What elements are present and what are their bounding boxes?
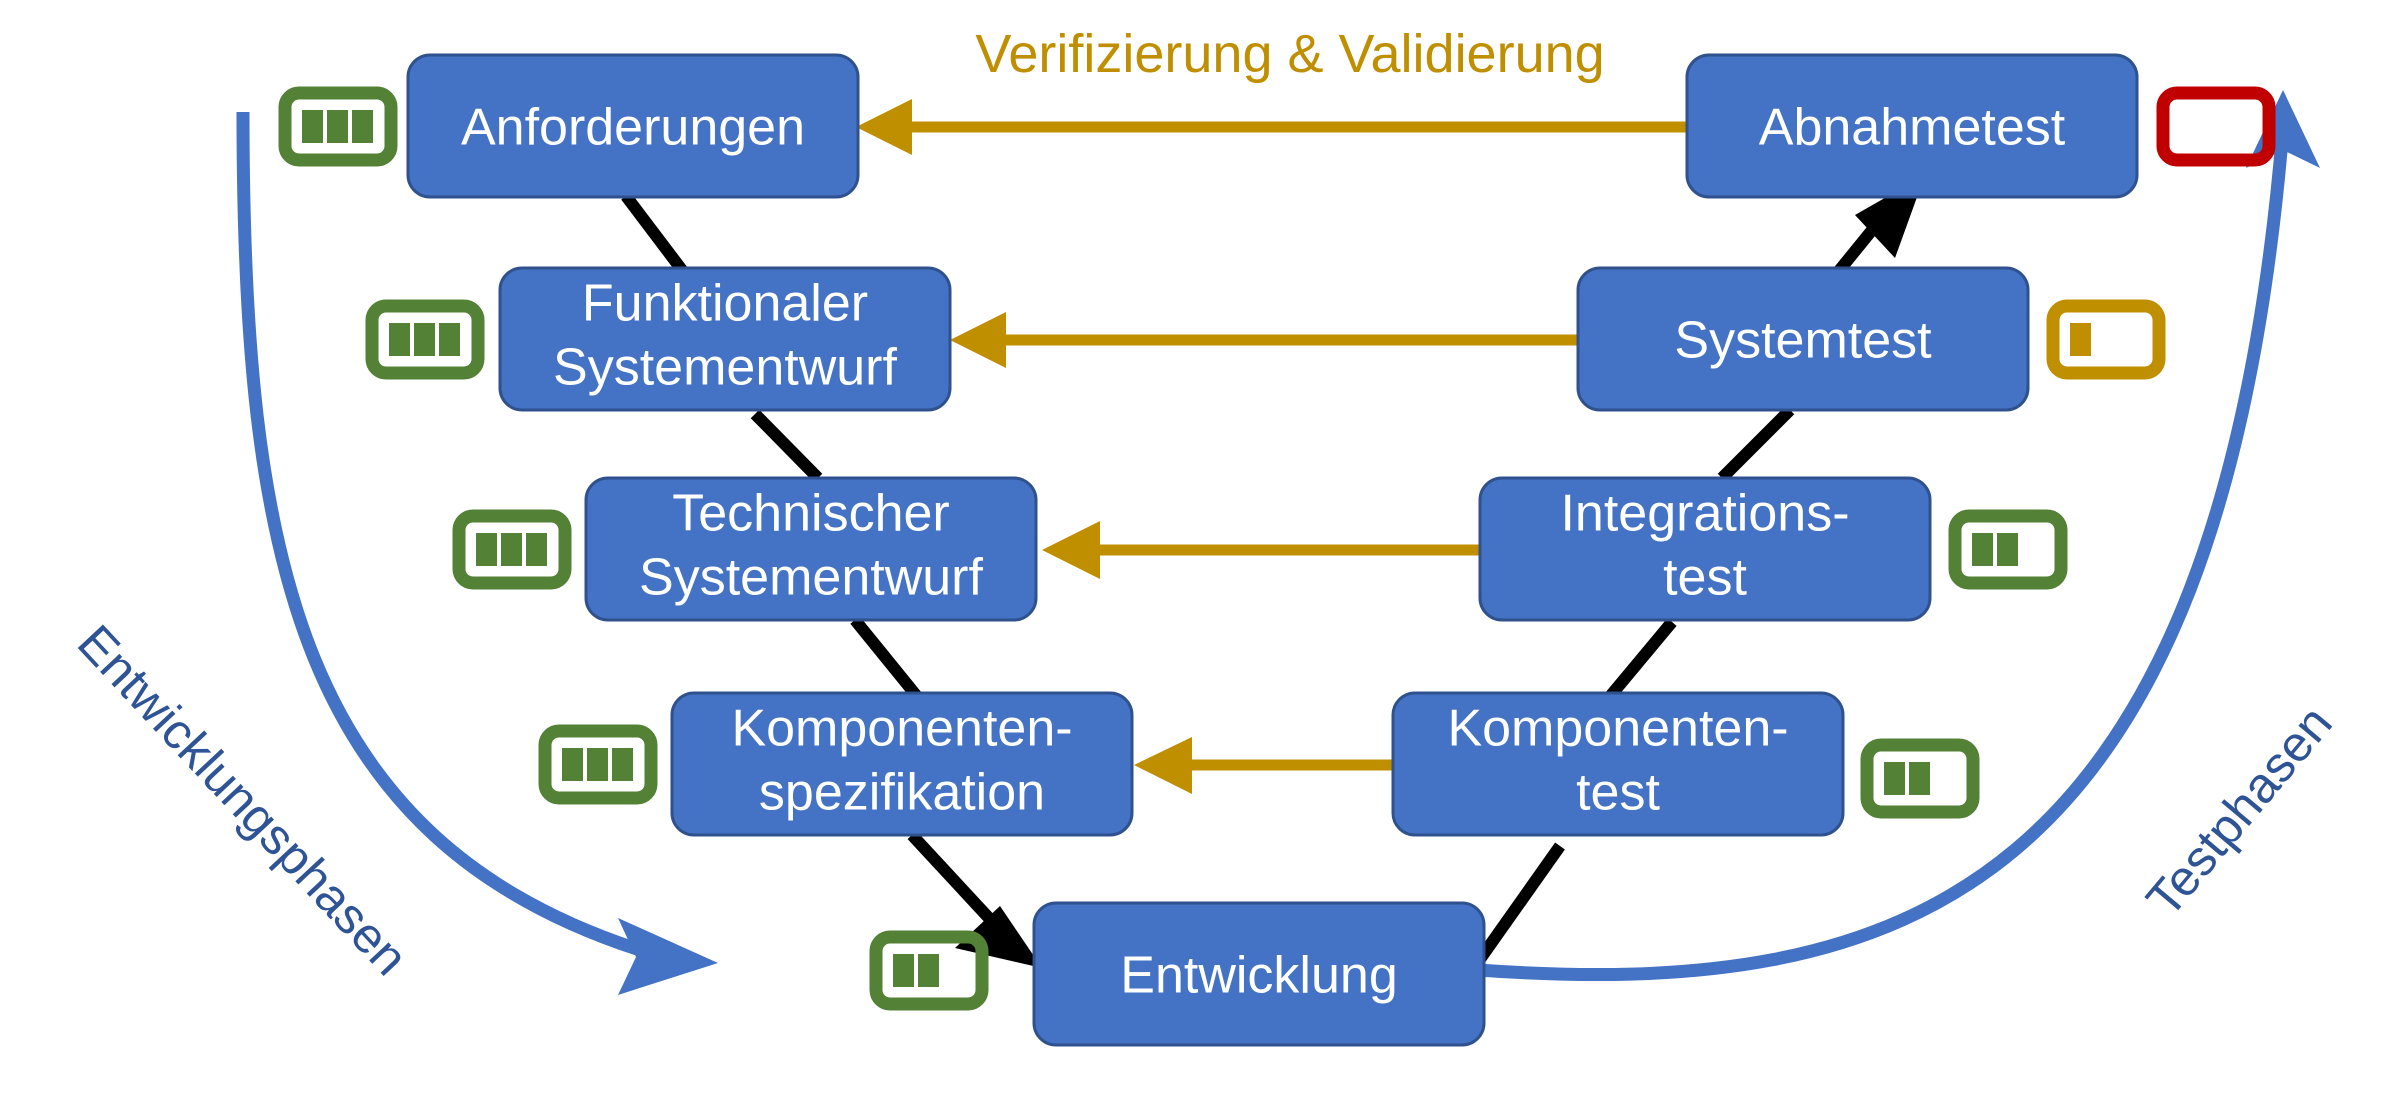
phase-box-label-line2: spezifikation <box>759 764 1045 822</box>
badge-segment-3 <box>526 533 547 566</box>
badge-segment-2 <box>414 323 435 356</box>
badge-frame <box>452 509 572 590</box>
flow-technischer-komponentenspezifikation <box>850 616 925 704</box>
badge-frame <box>869 930 989 1011</box>
badge-segment-2 <box>587 748 608 781</box>
phase-box-systemtest[interactable]: Systemtest <box>1576 266 2030 412</box>
phase-box-komponentenspezifikation[interactable]: Komponenten- spezifikation <box>670 691 1134 837</box>
phase-box-integrationstest[interactable]: Integrations- test <box>1478 476 1932 622</box>
phase-box-background[interactable] <box>1391 691 1845 837</box>
flow-line <box>1717 405 1795 483</box>
badge-anforderungen[interactable] <box>278 86 398 167</box>
phase-box-anforderungen[interactable]: Anforderungen <box>406 53 860 199</box>
flow-entwicklung-komponententest <box>1473 842 1565 966</box>
phase-box-entwicklung[interactable]: Entwicklung <box>1032 901 1486 1047</box>
test-phases-label: Testphasen <box>2136 695 2343 927</box>
flow-komponententest-integrationstest <box>1602 618 1677 704</box>
phase-box-abnahmetest[interactable]: Abnahmetest <box>1685 53 2139 199</box>
vv-arrowhead <box>1134 737 1192 794</box>
badge-abnahmetest[interactable] <box>2156 86 2276 167</box>
phase-box-background[interactable] <box>584 476 1038 622</box>
flow-line <box>907 830 1005 935</box>
badge-frame <box>2046 299 2166 380</box>
development-phases-label: Entwicklungsphasen <box>67 614 419 986</box>
vv-arrowhead <box>856 99 912 155</box>
badge-segment-1 <box>1884 762 1905 795</box>
badge-systemtest[interactable] <box>2046 299 2166 380</box>
flow-funktionaler-technischer <box>750 409 823 483</box>
badge-segment-1 <box>1972 533 1993 566</box>
phase-box-label: Anforderungen <box>461 99 805 157</box>
verification-validation-title: Verifizierung & Validierung <box>975 24 1604 84</box>
badge-frame <box>365 299 485 380</box>
phase-box-label-line1: Funktionaler <box>582 275 868 333</box>
phase-box-label-line1: Komponenten- <box>1447 700 1788 758</box>
badge-segment-2 <box>327 110 348 143</box>
badge-segment-1 <box>302 110 323 143</box>
phase-box-background[interactable] <box>498 266 952 412</box>
development-sweep-arrow <box>236 111 718 995</box>
badge-segment-3 <box>352 110 373 143</box>
vv-arrow-systemtest-funktionaler <box>950 312 1578 368</box>
flow-anforderungen-funktionaler <box>621 192 693 282</box>
badge-segment-1 <box>2070 323 2091 356</box>
phase-box-komponententest[interactable]: Komponenten- test <box>1391 691 1845 837</box>
badge-frame <box>2156 86 2276 167</box>
badge-frame <box>1948 509 2068 590</box>
badge-segment-1 <box>893 954 914 987</box>
badge-segment-3 <box>439 323 460 356</box>
badge-segment-2 <box>1997 533 2018 566</box>
vv-arrowhead <box>1042 521 1100 579</box>
badge-segment-2 <box>501 533 522 566</box>
phase-box-label-line2: Systementwurf <box>639 549 983 607</box>
flow-line <box>1473 842 1565 966</box>
phase-box-background[interactable] <box>1478 476 1932 622</box>
phase-box-label-line2: test <box>1663 549 1747 607</box>
flow-line <box>750 409 823 483</box>
phase-box-label-line2: Systementwurf <box>553 339 897 397</box>
phase-box-background[interactable] <box>1576 266 2030 412</box>
badge-frame <box>278 86 398 167</box>
badge-komponententest[interactable] <box>1860 738 1980 819</box>
flow-integrationstest-systemtest <box>1717 405 1795 483</box>
flow-line <box>850 616 925 704</box>
badge-segment-2 <box>918 954 939 987</box>
badge-integrationstest[interactable] <box>1948 509 2068 590</box>
phase-box-label-line1: Komponenten- <box>731 700 1072 758</box>
phase-box-technischer-systementwurf[interactable]: Technischer Systementwurf <box>584 476 1038 622</box>
phase-box-background[interactable] <box>670 691 1134 837</box>
test-sweep-arc <box>1477 127 2290 982</box>
phase-box-label: Systemtest <box>1674 312 1932 370</box>
phase-box-label-line1: Integrations- <box>1560 485 1849 543</box>
flow-line <box>1602 618 1677 704</box>
badge-segment-2 <box>1909 762 1930 795</box>
badge-segment-3 <box>612 748 633 781</box>
badge-segment-1 <box>476 533 497 566</box>
badge-funktionaler-systementwurf[interactable] <box>365 299 485 380</box>
badge-segment-1 <box>562 748 583 781</box>
badge-frame <box>538 724 658 805</box>
vv-arrow-komponententest-komponentenspezifikation <box>1134 737 1393 794</box>
flow-line <box>621 192 693 282</box>
badge-komponentenspezifikation[interactable] <box>538 724 658 805</box>
phase-box-label: Abnahmetest <box>1759 99 2066 157</box>
phase-box-label-line1: Technischer <box>672 485 949 543</box>
vv-arrowhead <box>950 312 1006 368</box>
badge-entwicklung[interactable] <box>869 930 989 1011</box>
phase-box-background[interactable] <box>406 53 860 199</box>
vv-arrow-integrationstest-technischer <box>1042 521 1480 579</box>
development-sweep-arrowhead <box>618 918 718 995</box>
development-sweep-arc <box>236 111 643 957</box>
badge-segment-1 <box>389 323 410 356</box>
phase-box-label: Entwicklung <box>1120 947 1397 1005</box>
vv-arrow-abnahmetest-anforderungen <box>856 99 1687 155</box>
phase-box-background[interactable] <box>1685 53 2139 199</box>
phase-box-background[interactable] <box>1032 901 1486 1047</box>
badge-technischer-systementwurf[interactable] <box>452 509 572 590</box>
phase-box-funktionaler-systementwurf[interactable]: Funktionaler Systementwurf <box>498 266 952 412</box>
phase-box-label-line2: test <box>1576 764 1660 822</box>
badge-frame <box>1860 738 1980 819</box>
